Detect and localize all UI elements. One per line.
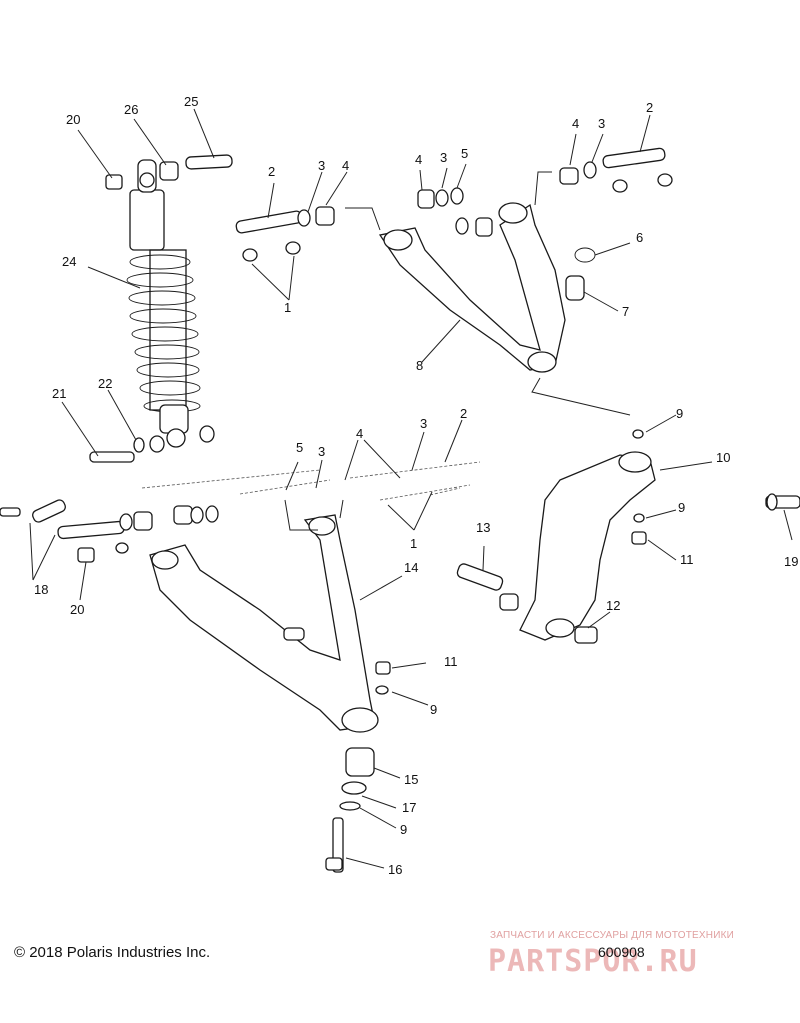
callout-9-bottom: 9	[400, 822, 407, 837]
knuckle	[0, 429, 800, 644]
callout-4-upper-mid: 4	[415, 152, 422, 167]
watermark-logo: PARTSPOR.RU	[488, 944, 698, 979]
callout-4-upper-right: 4	[572, 116, 579, 131]
callout-7: 7	[622, 304, 629, 319]
callout-22: 22	[98, 376, 112, 391]
callout-20-top: 20	[66, 112, 80, 127]
upper-a-arm	[235, 147, 673, 373]
callout-5-upper: 5	[461, 146, 468, 161]
leader-lines	[29, 108, 793, 869]
shock-absorber	[89, 154, 233, 463]
callout-9-knuckle-top: 9	[676, 406, 683, 421]
callout-10: 10	[716, 450, 730, 465]
callout-1-lower: 1	[410, 536, 417, 551]
callout-13: 13	[476, 520, 490, 535]
callout-5-lower: 5	[296, 440, 303, 455]
callout-21: 21	[52, 386, 66, 401]
callout-3-upper-left: 3	[318, 158, 325, 173]
callout-16: 16	[388, 862, 402, 877]
copyright-text: © 2018 Polaris Industries Inc.	[14, 944, 211, 961]
callout-2-upper-right: 2	[646, 100, 653, 115]
callout-17: 17	[402, 800, 416, 815]
callout-11-knuckle: 11	[680, 552, 694, 567]
callout-12: 12	[606, 598, 620, 613]
callout-24: 24	[62, 254, 76, 269]
callout-14: 14	[404, 560, 418, 575]
watermark-tagline: ЗАПЧАСТИ И АКСЕССУАРЫ ДЛЯ МОТОТЕХНИКИ	[490, 930, 735, 941]
callout-15: 15	[404, 772, 418, 787]
callout-6: 6	[636, 230, 643, 245]
callout-4-lower: 4	[356, 426, 363, 441]
callout-25: 25	[184, 94, 198, 109]
callout-3-lower-left: 3	[318, 444, 325, 459]
callout-3-upper-right: 3	[598, 116, 605, 131]
callout-3-lower-right: 3	[420, 416, 427, 431]
callout-numbers: 20 26 25 24 21 22 2 3 4 1 4 3 5 4 3 2 6 …	[34, 94, 798, 877]
callout-3-upper-mid: 3	[440, 150, 447, 165]
callout-11-lower: 11	[444, 654, 458, 669]
callout-1-upper: 1	[284, 300, 291, 315]
lower-a-arm	[32, 461, 481, 733]
callout-2-lower: 2	[460, 406, 467, 421]
drawing-number: 600908	[598, 944, 645, 960]
callout-19: 19	[784, 554, 798, 569]
callout-2-upper-left: 2	[268, 164, 275, 179]
callout-20-lower: 20	[70, 602, 84, 617]
callout-9-lower: 9	[430, 702, 437, 717]
ball-joint-assembly	[325, 747, 375, 873]
callout-26: 26	[124, 102, 138, 117]
callout-9-knuckle-mid: 9	[678, 500, 685, 515]
callout-8: 8	[416, 358, 423, 373]
callout-18: 18	[34, 582, 48, 597]
callout-4-upper-left: 4	[342, 158, 349, 173]
